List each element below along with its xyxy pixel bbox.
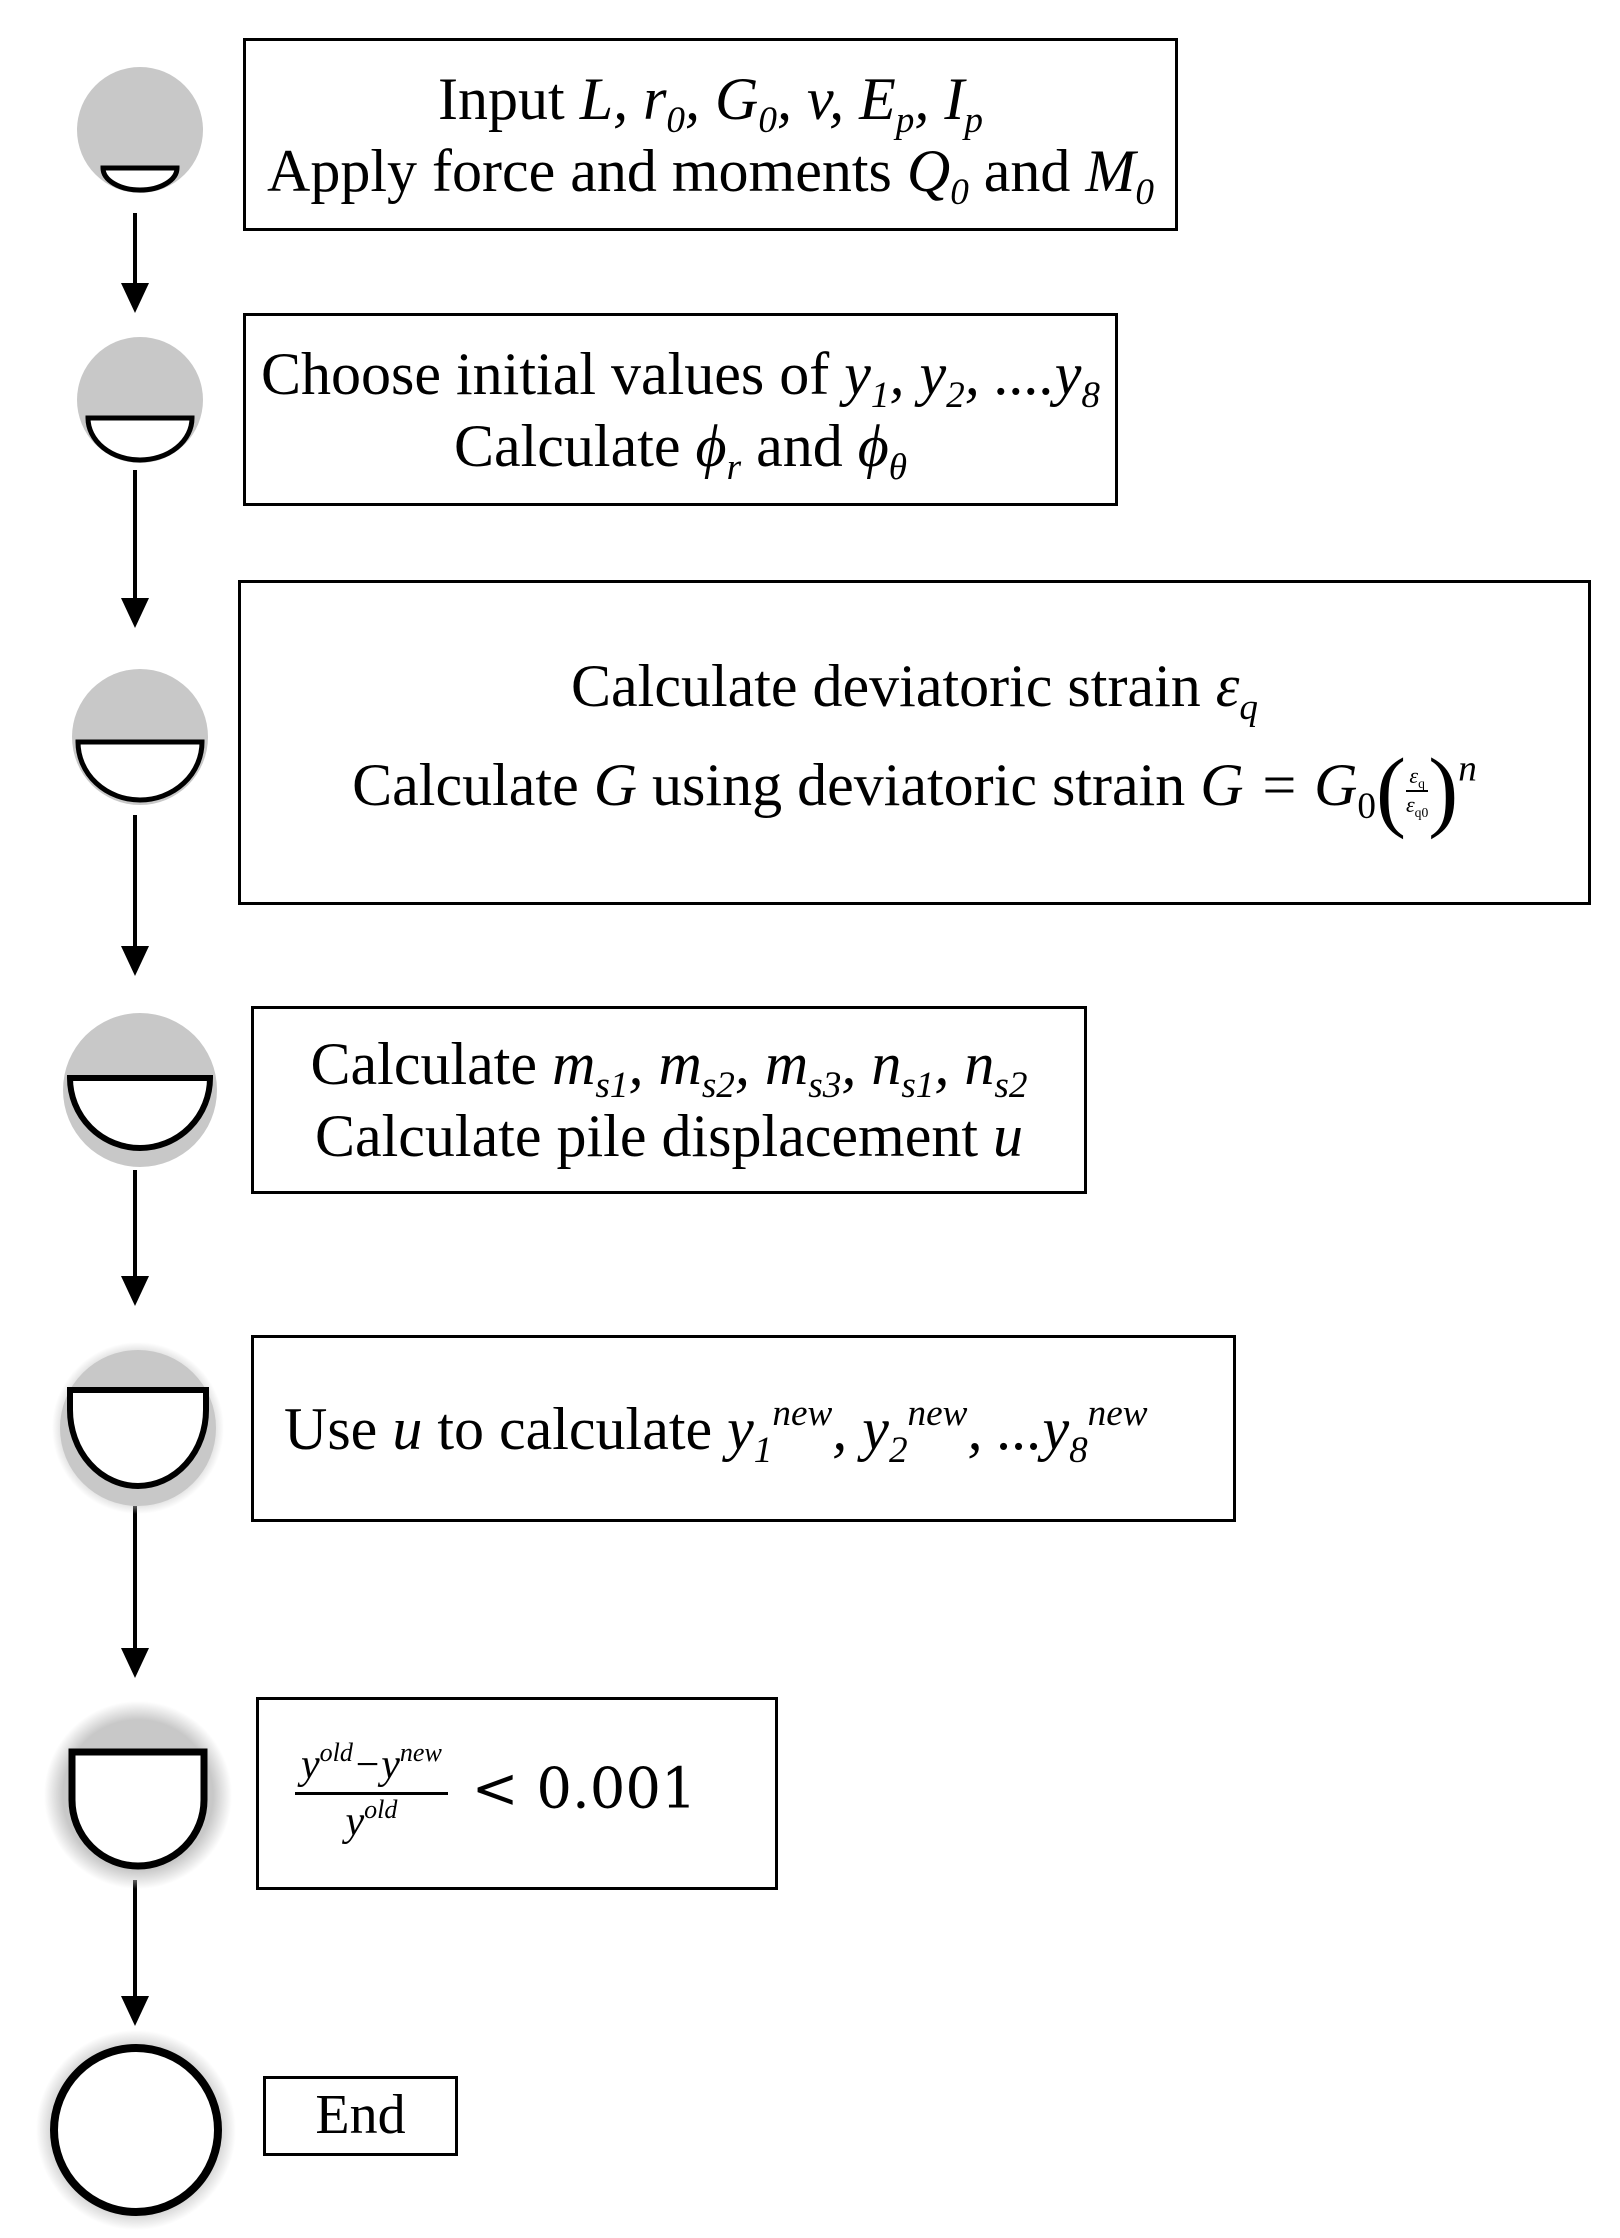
arrow-1 — [121, 213, 149, 313]
step-deviatoric-strain-line-1: Calculate deviatoric strain εq — [571, 652, 1258, 728]
step-initial-values-line-2: Calculate ϕr and ϕθ — [453, 412, 908, 488]
progress-icon-7 — [36, 2030, 236, 2230]
step-end: End — [263, 2076, 458, 2156]
step-deviatoric-strain-line-2: Calculate G using deviatoric strain G = … — [352, 740, 1477, 840]
convergence-expression: yold−ynew yold < 0.001 — [289, 1739, 697, 1848]
progress-icon-6 — [44, 1701, 232, 1889]
arrow-5 — [121, 1506, 149, 1678]
step-deviatoric-strain: Calculate deviatoric strain εq Calculate… — [238, 580, 1591, 905]
step-convergence-check: yold−ynew yold < 0.001 — [256, 1697, 778, 1890]
step-initial-values-line-1: Choose initial values of y1, y2, ....y8 — [261, 340, 1100, 416]
progress-icon-3 — [72, 669, 208, 805]
step-initial-values: Choose initial values of y1, y2, ....y8 … — [243, 313, 1118, 506]
step-input-line-2: Apply force and moments Q0 and M0 — [267, 137, 1154, 213]
progress-icon-2 — [77, 337, 203, 463]
arrow-6 — [121, 1880, 149, 2026]
arrow-4 — [121, 1170, 149, 1306]
progress-icon-4 — [63, 1013, 217, 1167]
step-displacement-line-1: Calculate ms1, ms2, ms3, ns1, ns2 — [310, 1031, 1028, 1107]
step-input: Input L, r0, G0, v, Ep, Ip Apply force a… — [243, 38, 1178, 231]
progress-icon-5 — [52, 1342, 224, 1514]
step-update-y: Use u to calculate y1new, y2new, ...y8ne… — [251, 1335, 1236, 1522]
end-label: End — [315, 2084, 406, 2147]
arrow-2 — [121, 470, 149, 628]
progress-icon-1 — [77, 67, 203, 193]
step-input-line-1: Input L, r0, G0, v, Ep, Ip — [438, 65, 983, 141]
convergence-fraction: yold−ynew yold — [295, 1739, 448, 1848]
step-displacement: Calculate ms1, ms2, ms3, ns1, ns2 Calcul… — [251, 1006, 1087, 1194]
step-displacement-line-2: Calculate pile displacement u — [314, 1103, 1024, 1169]
step-update-y-line-1: Use u to calculate y1new, y2new, ...y8ne… — [284, 1392, 1148, 1471]
arrow-3 — [121, 815, 149, 976]
